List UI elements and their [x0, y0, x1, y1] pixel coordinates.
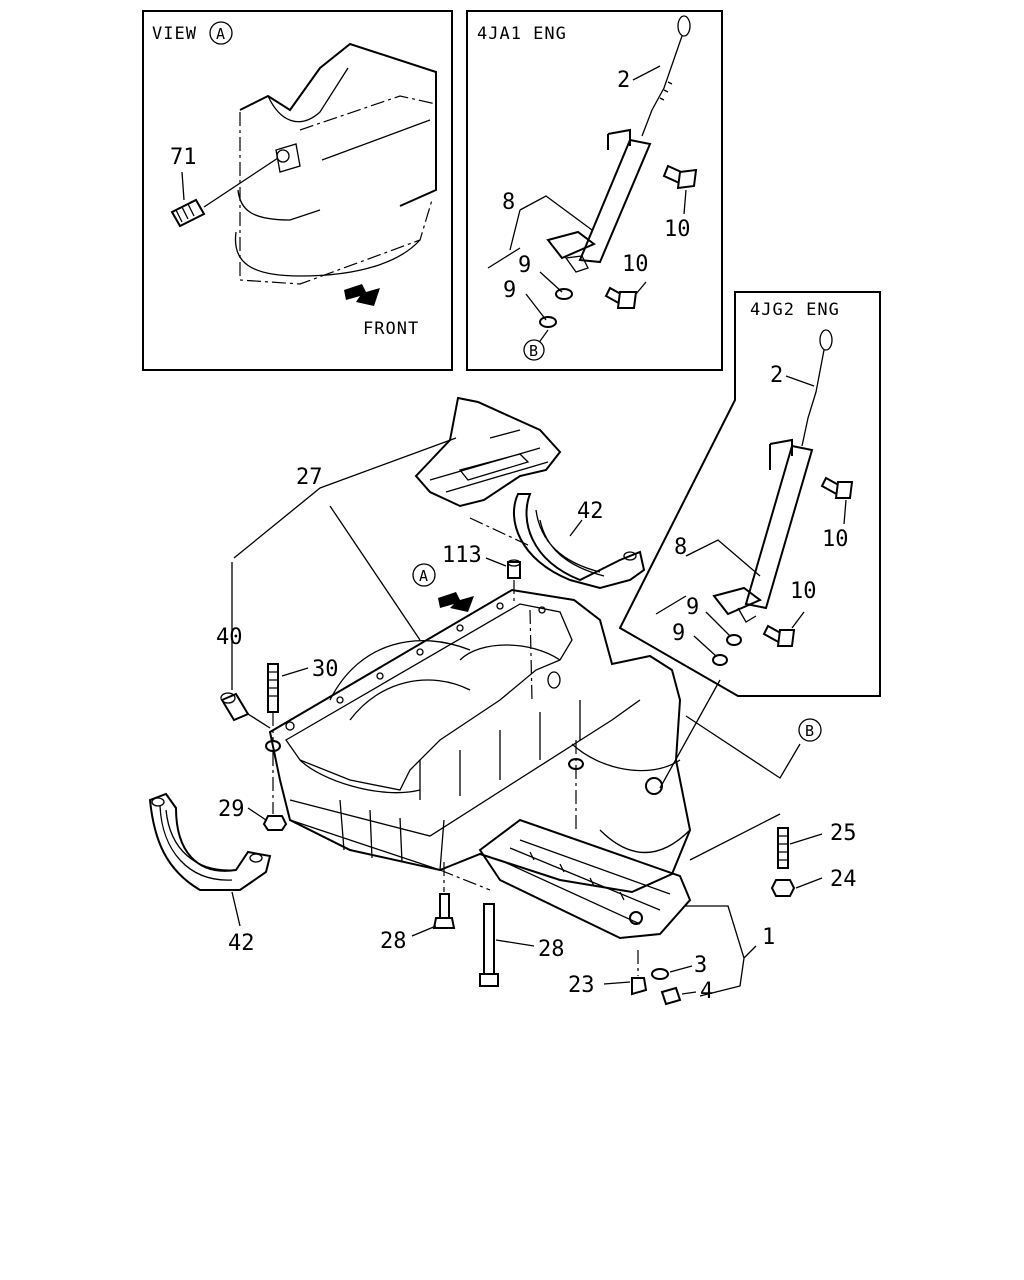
panel-view-a-frame: [142, 10, 453, 371]
leader-113: [485, 557, 507, 567]
nut-24: [770, 877, 823, 897]
callout-24: 24: [830, 867, 857, 892]
panel-4jg2-title: 4JG2 ENG: [750, 300, 840, 320]
callout-4jg2-8: 8: [674, 535, 687, 560]
view-a-direction-arrow-icon: [438, 592, 474, 612]
dipstick-4jg2: [655, 329, 854, 666]
callout-4jg2-2: 2: [770, 363, 783, 388]
callout-4ja1-8: 8: [502, 190, 515, 215]
stud-71: 71: [170, 145, 279, 228]
bolt-28-long: [479, 903, 535, 987]
stud-hole: [276, 149, 290, 163]
panel-view-a: VIEW A 71 FRONT: [142, 10, 453, 371]
view-a-marker-letter: A: [216, 25, 225, 43]
bolt-28-short: [411, 862, 456, 937]
stud-40: [220, 562, 271, 729]
callout-30: 30: [312, 657, 339, 682]
leader-b: [659, 679, 801, 861]
drain-plug-4: [660, 986, 697, 1006]
oil-pan-body: [268, 588, 692, 894]
bearing-cap-42-upper: [513, 493, 646, 590]
dowel-113: [507, 559, 521, 602]
oil-pan-assembly: A: [148, 396, 857, 1006]
callout-29: 29: [218, 797, 245, 822]
baffle-plate: [414, 396, 562, 547]
gasket-3: [651, 965, 693, 980]
callout-4jg2-9-upper: 9: [686, 595, 699, 620]
view-a-callout-circle: [412, 563, 436, 587]
callout-4: 4: [700, 979, 713, 1004]
drain-bolt-23: [603, 950, 648, 996]
callout-28-left: 28: [380, 929, 407, 954]
ref-b-circle: [798, 718, 822, 742]
nut-29: [247, 807, 288, 831]
leader-30: [281, 667, 309, 677]
callout-4ja1-10-lower: 10: [622, 252, 649, 277]
leader-27: [233, 437, 457, 641]
callout-71: 71: [170, 145, 197, 170]
callout-1: 1: [762, 925, 775, 950]
callout-42-top: 42: [577, 499, 604, 524]
panel-4jg2-frame: [618, 291, 881, 697]
callout-27: 27: [296, 465, 323, 490]
stud-30: [265, 663, 281, 814]
panel-4ja1-frame: [466, 10, 723, 371]
front-label: FRONT: [363, 319, 419, 339]
panel-4ja1-eng: 4JA1 ENG 2 8: [466, 10, 723, 371]
view-a-marker-circle: [209, 21, 233, 45]
leader-42-top: [569, 519, 583, 537]
view-a-callout-letter: A: [419, 567, 428, 585]
callout-4ja1-9-lower: 9: [503, 278, 516, 303]
ref-b-letter: B: [805, 722, 814, 740]
callout-3: 3: [694, 953, 707, 978]
callout-4ja1-9-upper: 9: [518, 253, 531, 278]
panel-view-a-title: VIEW: [152, 24, 197, 44]
panel-4ja1-title: 4JA1 ENG: [477, 24, 567, 44]
callout-4ja1-2: 2: [617, 68, 630, 93]
marker-4ja1-b: B: [529, 342, 538, 360]
callout-23: 23: [568, 973, 595, 998]
callout-42-bottom: 42: [228, 931, 255, 956]
bearing-cap-42-lower: [148, 792, 272, 927]
view-a-pan-sketch: [234, 42, 437, 285]
callout-113: 113: [442, 543, 482, 568]
callout-1-bracket: [684, 905, 757, 997]
callout-28-right: 28: [538, 937, 565, 962]
stud-25: [777, 827, 823, 869]
callout-4ja1-10-upper: 10: [664, 217, 691, 242]
callout-4jg2-9-lower: 9: [672, 621, 685, 646]
callout-4jg2-10-upper: 10: [822, 527, 849, 552]
callout-25: 25: [830, 821, 857, 846]
dipstick-4ja1: [487, 15, 698, 361]
lower-cover-plate: [478, 818, 692, 940]
front-arrow-icon: [344, 284, 380, 306]
panel-4jg2-eng: 4JG2 ENG 2 8 10 9 10 9: [618, 291, 881, 697]
callout-4jg2-10-lower: 10: [790, 579, 817, 604]
callout-40: 40: [216, 625, 243, 650]
